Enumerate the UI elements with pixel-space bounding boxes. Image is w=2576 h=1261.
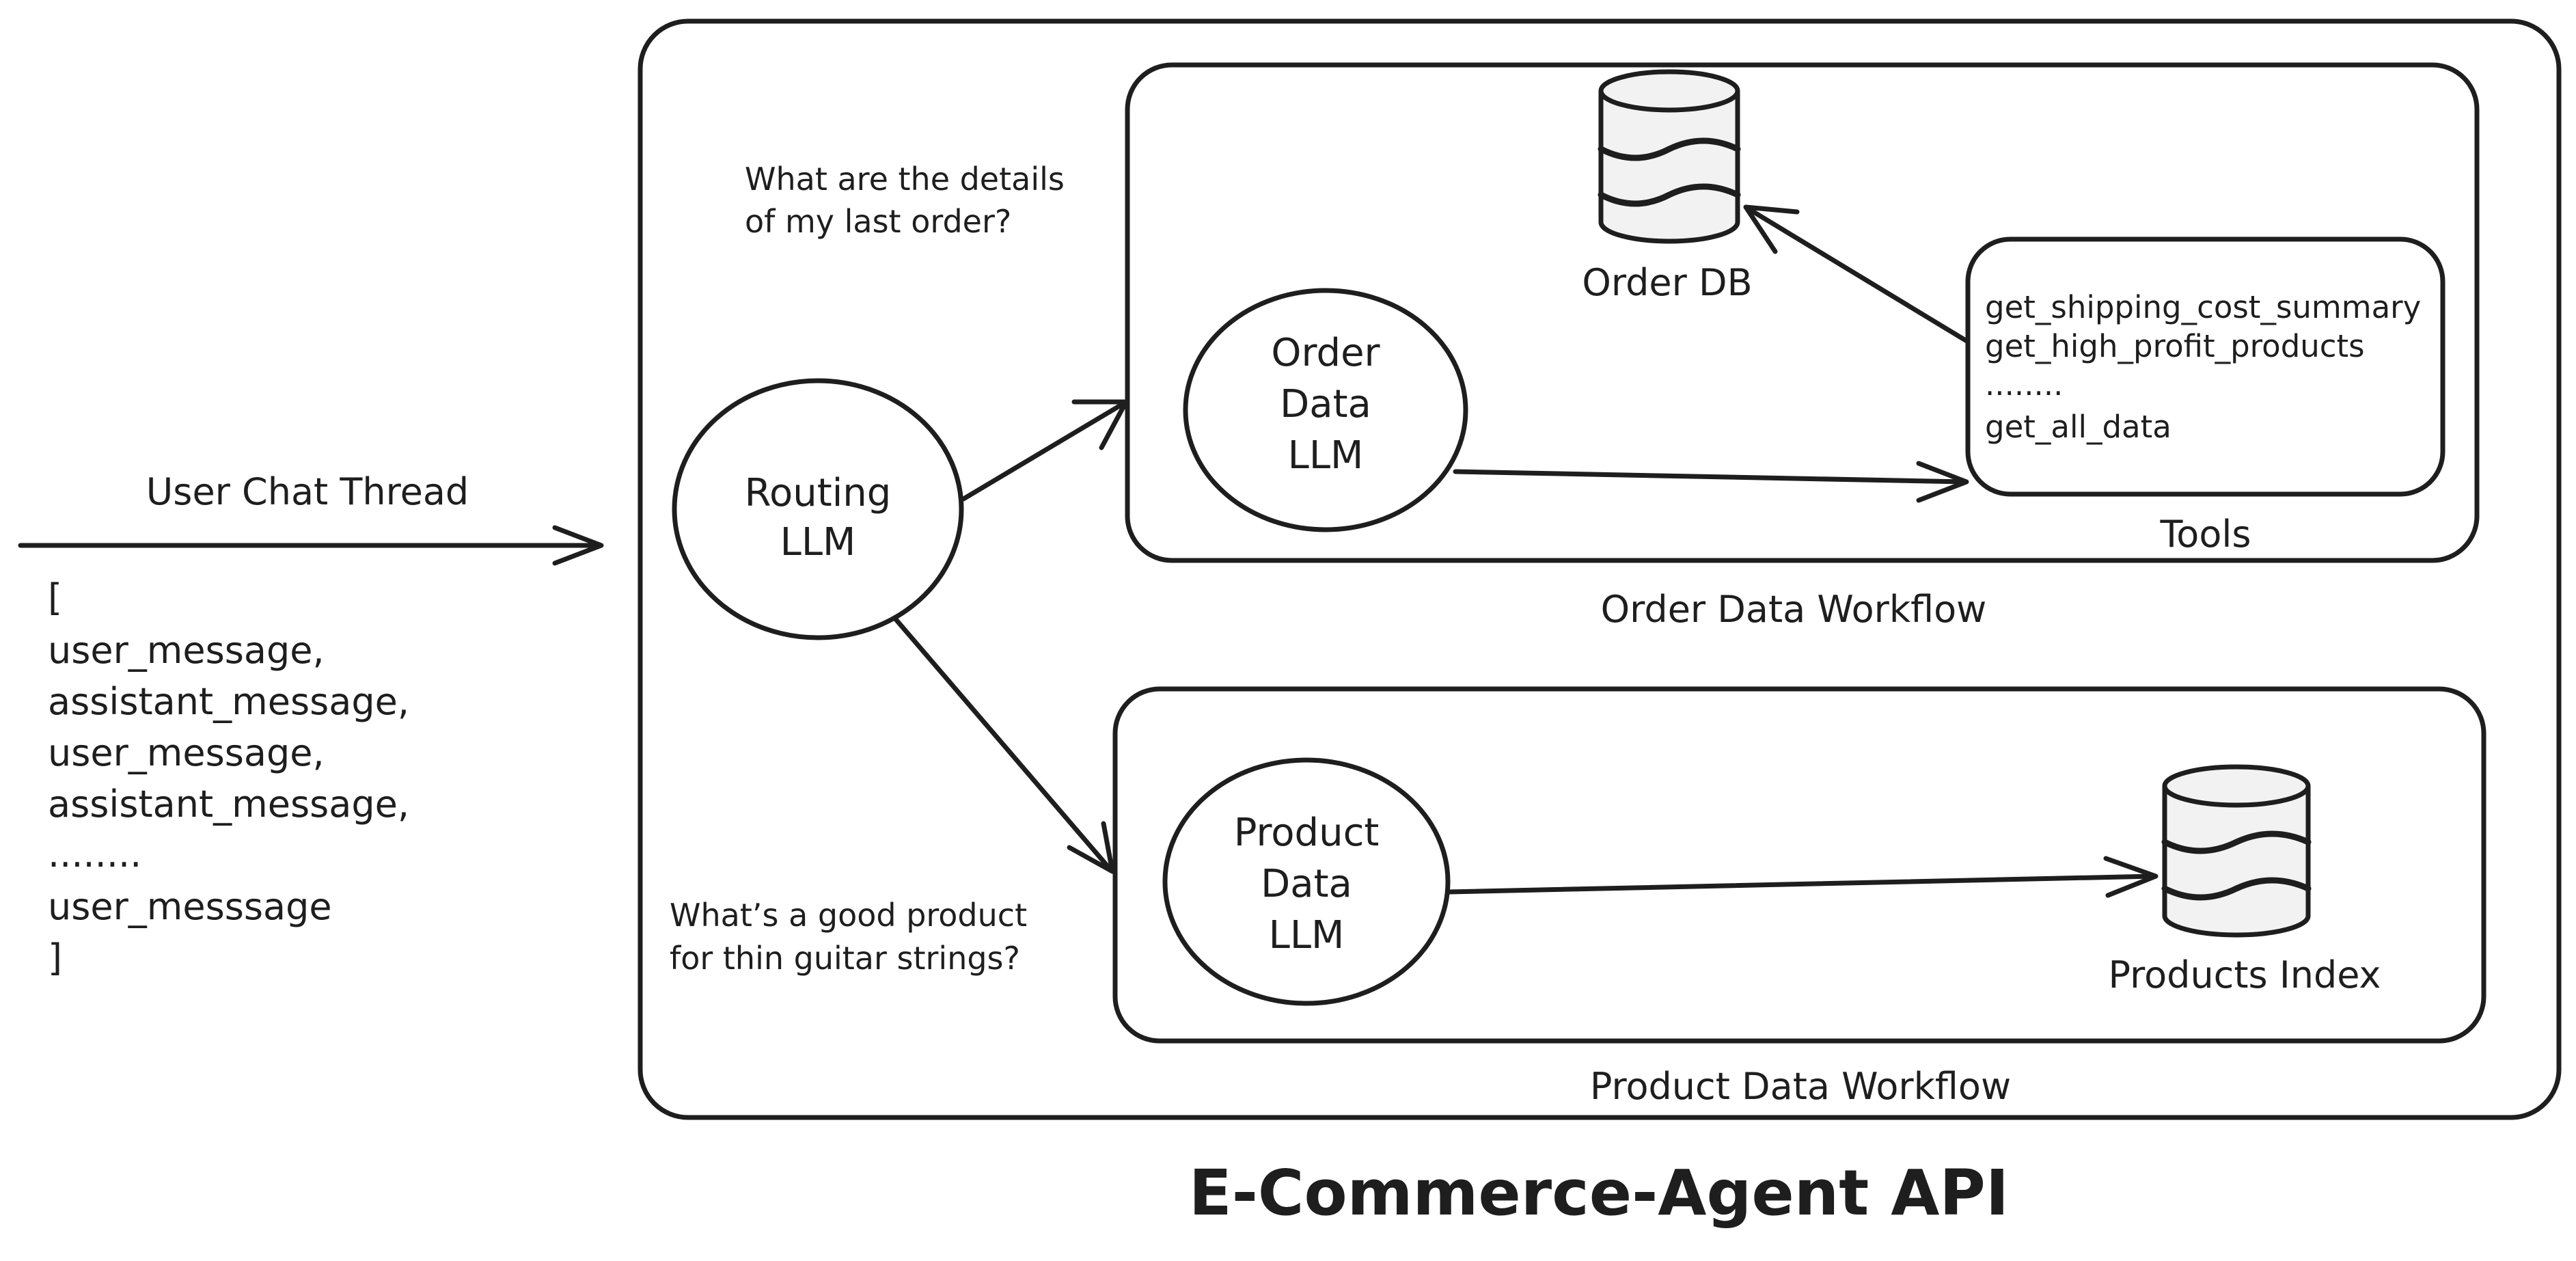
product-question-line: What’s a good product: [670, 897, 1027, 934]
route-to-order-arrow-head: [1071, 399, 1129, 450]
chat-thread-line: assistant_message,: [48, 680, 409, 723]
route-to-order-arrow-line: [961, 401, 1127, 502]
chat-thread-line: assistant_message,: [48, 783, 409, 826]
chat-thread-line: user_message,: [48, 731, 325, 774]
product-data-llm-node: [1162, 757, 1451, 1006]
order-data-llm-label-line: Data: [1280, 382, 1371, 426]
tool-item: ........: [1985, 366, 2063, 403]
product-question-line: for thin guitar strings?: [670, 940, 1020, 977]
order-data-llm-label-line: LLM: [1288, 433, 1364, 478]
tools-to-order-db-arrow-head: [1743, 204, 1800, 254]
order-db-label: Order DB: [1582, 261, 1752, 304]
chat-thread-line: ]: [48, 936, 62, 979]
product-data-llm-label-line: Product: [1234, 811, 1380, 855]
routing-llm-label-line: Routing: [745, 471, 892, 515]
user-chat-thread-label: User Chat Thread: [146, 470, 469, 513]
order-workflow-label: Order Data Workflow: [1601, 588, 1987, 631]
product-llm-to-index-arrow-line: [1446, 873, 2156, 895]
product-data-llm-label-line: LLM: [1269, 913, 1345, 958]
chat-thread-line: user_message,: [48, 629, 325, 672]
api-container: [638, 18, 2562, 1120]
api-title: E-Commerce-Agent API: [1189, 1156, 2009, 1230]
order-workflow-box: [1125, 62, 2480, 563]
product-llm-to-index-arrow-head: [2103, 856, 2159, 898]
order-question-line: of my last order?: [745, 203, 1011, 240]
chat-thread-line: ........: [48, 832, 141, 876]
chat-thread-line: [: [48, 576, 62, 619]
route-to-product-arrow-head: [1067, 821, 1115, 874]
tool-item: get_shipping_cost_summary: [1985, 289, 2421, 325]
route-to-product-arrow-line: [892, 616, 1113, 872]
products-index-label: Products Index: [2109, 953, 2381, 996]
tools-to-order-db-arrow-line: [1745, 206, 1971, 344]
routing-llm-node: [672, 378, 964, 640]
tools-box: [1965, 236, 2445, 497]
tools-label: Tools: [2159, 513, 2251, 556]
order-llm-to-tools-arrow-head: [1916, 461, 1969, 503]
input-arrow-head: [552, 525, 604, 566]
order-db-icon: [1598, 69, 1741, 244]
chat-thread-line: user_messsage: [48, 885, 332, 928]
order-question-line: What are the details: [745, 161, 1065, 198]
product-workflow-label: Product Data Workflow: [1590, 1065, 2011, 1108]
tool-item: get_all_data: [1985, 409, 2171, 445]
product-data-llm-label-line: Data: [1261, 862, 1352, 906]
order-data-llm-label-line: Order: [1271, 331, 1380, 375]
order-data-llm-node: [1183, 288, 1468, 532]
routing-llm-label-line: LLM: [780, 520, 856, 565]
tool-item: get_high_profit_products: [1985, 328, 2365, 364]
chat-thread-list: [ user_message, assistant_message, user_…: [48, 576, 409, 979]
products-index-icon: [2161, 764, 2312, 938]
product-workflow-box: [1112, 686, 2486, 1044]
order-llm-to-tools-arrow-line: [1453, 469, 1967, 485]
